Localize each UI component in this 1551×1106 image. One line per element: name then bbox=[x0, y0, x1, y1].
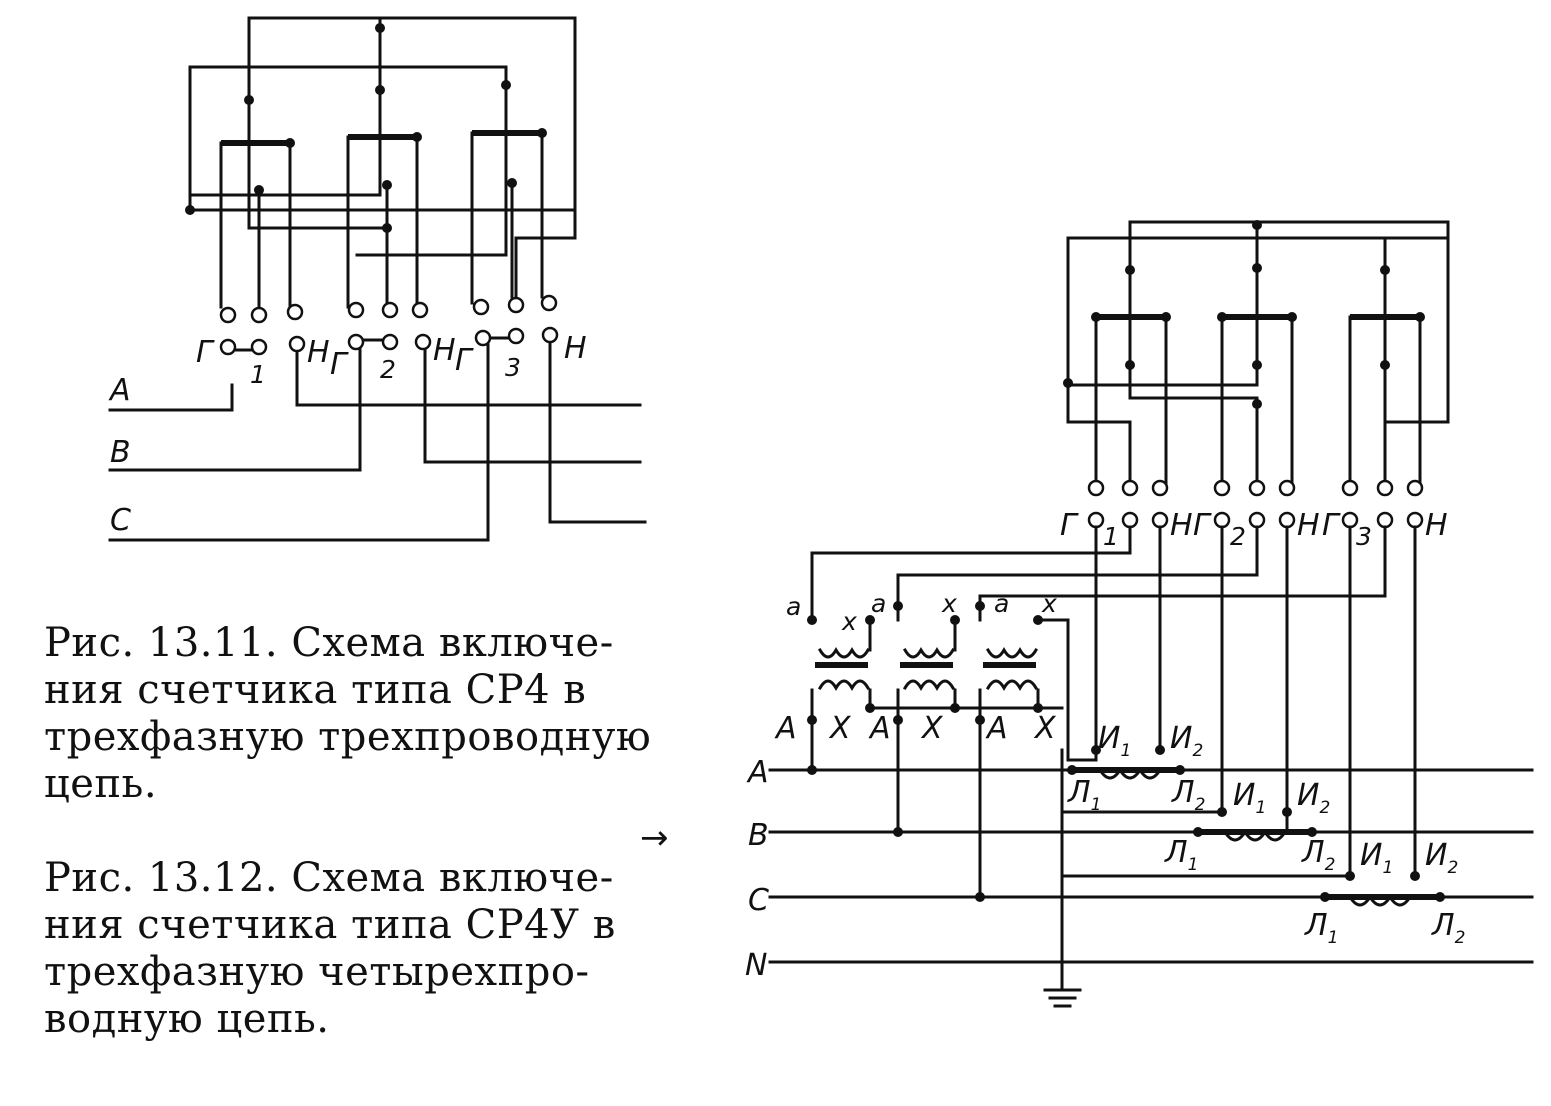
caption-fig-13-12: Рис. 13.12. Схема включе- ния счетчика т… bbox=[44, 855, 684, 1043]
element-1-g-label: Г bbox=[196, 335, 215, 370]
element-3-n-label: Н bbox=[564, 331, 587, 366]
vt-3-A-label: A bbox=[985, 711, 1008, 746]
caption-line: цепь. bbox=[44, 761, 158, 807]
element-3-number: 3 bbox=[505, 353, 521, 382]
vt-1-X-label: X bbox=[828, 711, 852, 746]
element-2-number: 2 bbox=[380, 355, 396, 384]
element-1-n-label: Н bbox=[1170, 508, 1193, 543]
phase-label-c: C bbox=[748, 883, 769, 918]
element-2-g-label: Г bbox=[330, 347, 349, 382]
element-1-number: 1 bbox=[250, 360, 266, 389]
ct-3-i2-label: И2 bbox=[1425, 838, 1458, 878]
ct-2-l2-label: Л2 bbox=[1301, 835, 1335, 875]
element-2-number: 2 bbox=[1230, 522, 1246, 551]
phase-label-n: N bbox=[745, 948, 767, 983]
ct-3-l2-label: Л2 bbox=[1431, 908, 1465, 948]
caption-line: Рис. 13.12. Схема включе- bbox=[44, 855, 614, 901]
caption-fig-13-11: Рис. 13.11. Схема включе- ния счетчика т… bbox=[44, 620, 684, 808]
vt-2-x-label: x bbox=[941, 589, 957, 618]
caption-line: ния счетчика типа СР4 в bbox=[44, 667, 587, 713]
ct-3-i1-label: И1 bbox=[1360, 838, 1393, 878]
caption-line: водную цепь. bbox=[44, 996, 330, 1042]
phase-label-a: A bbox=[108, 373, 131, 408]
vt-1-x-label: x bbox=[841, 607, 857, 636]
vt-2-a-label: a bbox=[871, 589, 886, 618]
element-3-g-label: Г bbox=[455, 343, 474, 378]
ct-2-i1-label: И1 bbox=[1233, 778, 1266, 818]
element-1-g-label: Г bbox=[1060, 508, 1079, 543]
phase-label-b: B bbox=[110, 435, 131, 470]
vt-2-X-label: X bbox=[920, 711, 944, 746]
caption-line: Рис. 13.11. Схема включе- bbox=[44, 620, 614, 666]
element-1-number: 1 bbox=[1103, 522, 1119, 551]
element-2-n-label: Н bbox=[433, 333, 456, 368]
vt-3-a-label: a bbox=[994, 589, 1009, 618]
caption-line: трехфазную трехпроводную bbox=[44, 714, 652, 760]
ct-1-i1-label: И1 bbox=[1098, 721, 1131, 761]
element-2-g-label: Г bbox=[1193, 508, 1212, 543]
element-3-n-label: Н bbox=[1425, 508, 1448, 543]
caption-line: трехфазную четырехпро- bbox=[44, 949, 590, 995]
element-1-n-label: Н bbox=[307, 335, 330, 370]
phase-label-a: A bbox=[746, 755, 769, 790]
ct-2-i2-label: И2 bbox=[1297, 778, 1330, 818]
ct-1-i2-label: И2 bbox=[1170, 721, 1203, 761]
vt-3-x-label: x bbox=[1041, 589, 1057, 618]
element-3-number: 3 bbox=[1356, 522, 1372, 551]
ct-1-l1-label: Л1 bbox=[1067, 775, 1101, 815]
phase-label-c: C bbox=[110, 503, 131, 538]
element-2-n-label: Н bbox=[1297, 508, 1320, 543]
vt-1-A-label: A bbox=[774, 711, 797, 746]
ct-3-l1-label: Л1 bbox=[1304, 908, 1338, 948]
vt-3-X-label: X bbox=[1033, 711, 1057, 746]
ct-1-l2-label: Л2 bbox=[1171, 775, 1205, 815]
element-3-g-label: Г bbox=[1322, 508, 1341, 543]
caption-line: ния счетчика типа СР4У в bbox=[44, 902, 616, 948]
vt-1-a-label: a bbox=[786, 592, 801, 621]
ct-2-l1-label: Л1 bbox=[1164, 835, 1198, 875]
phase-label-b: B bbox=[748, 818, 769, 853]
arrow-mark: → bbox=[640, 818, 669, 858]
vt-2-A-label: A bbox=[868, 711, 891, 746]
